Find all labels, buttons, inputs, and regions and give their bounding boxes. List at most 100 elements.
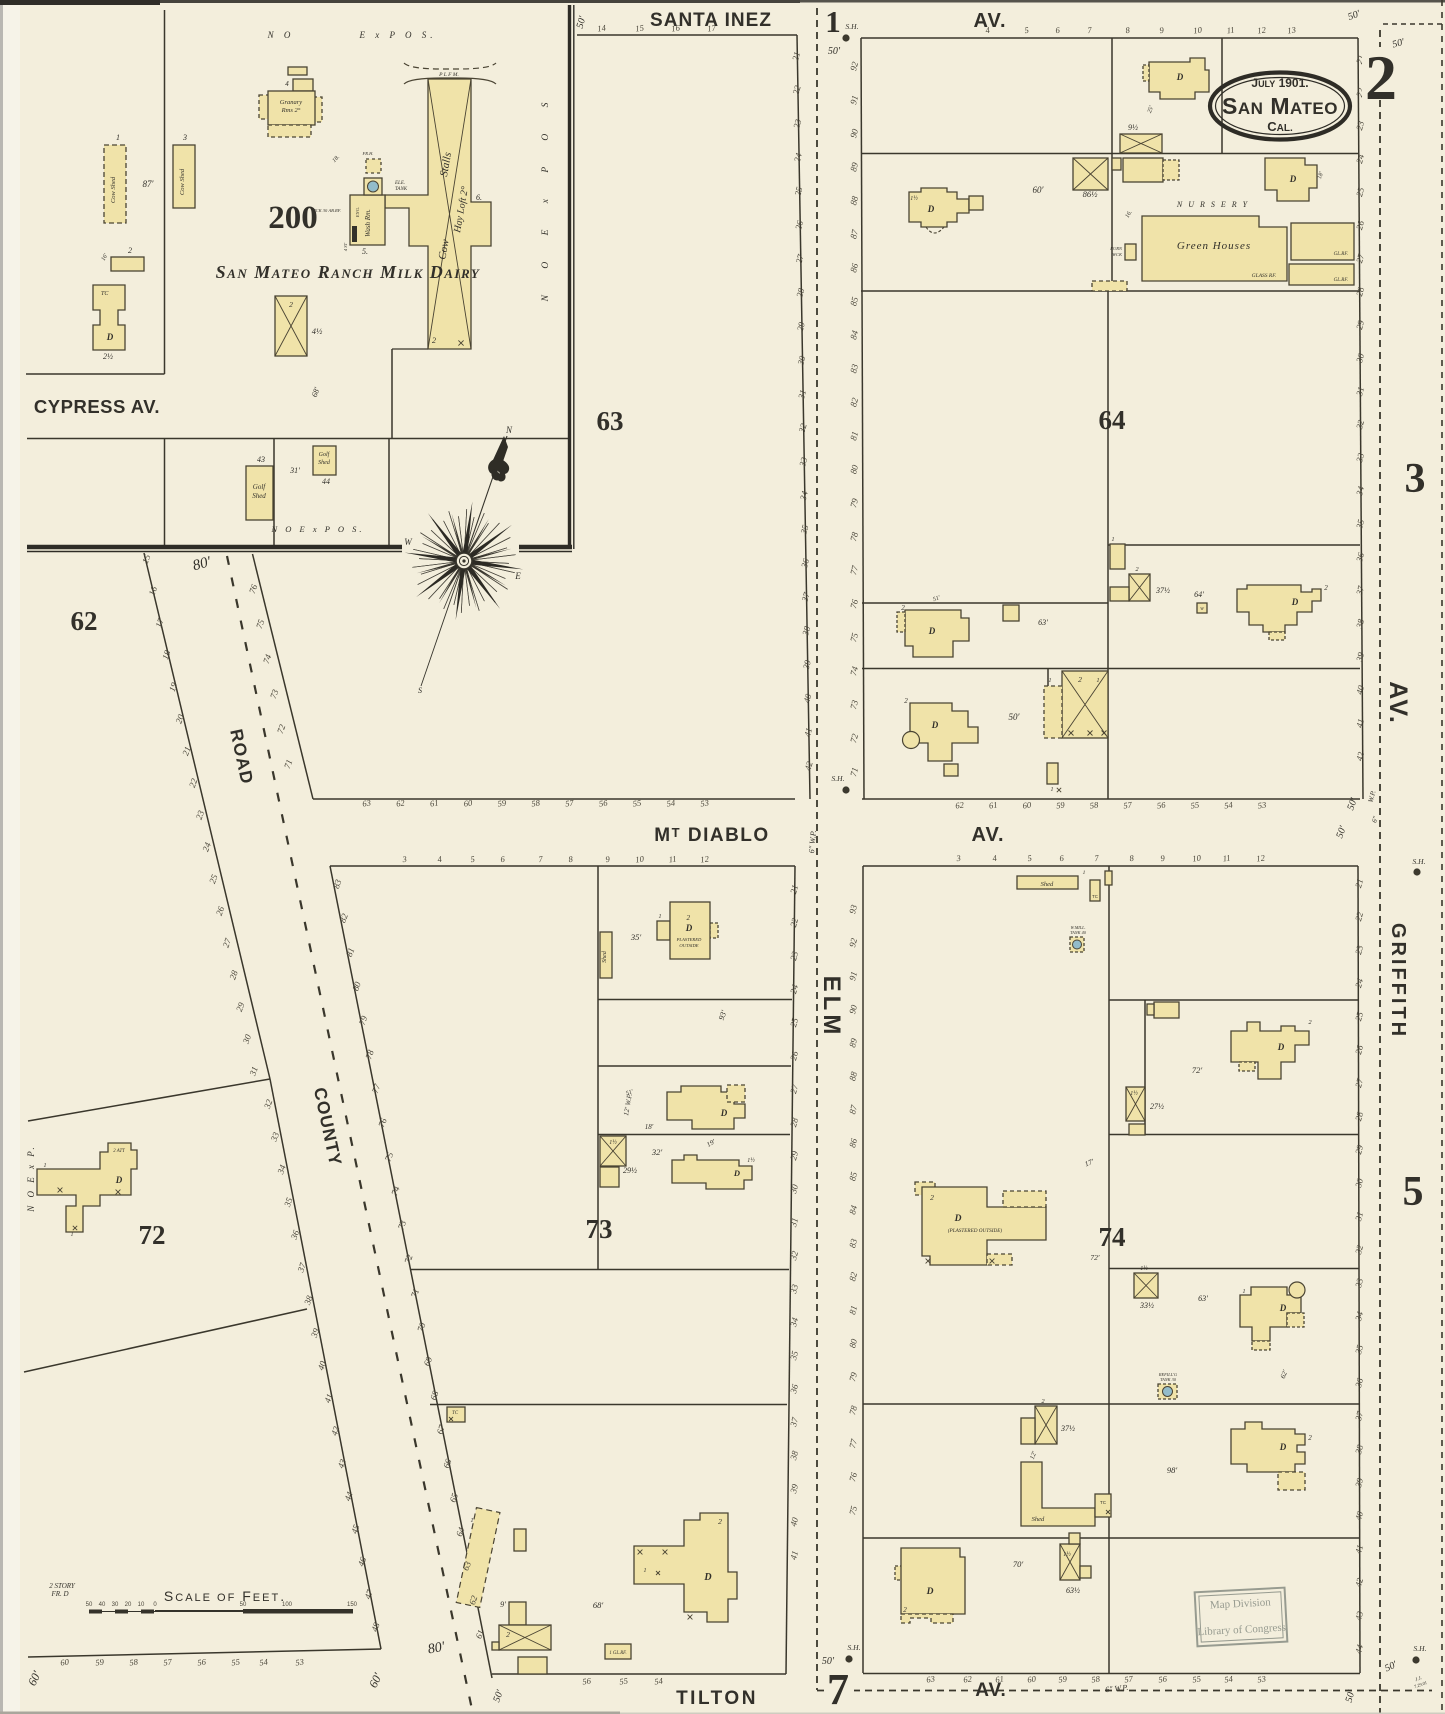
svg-text:50′: 50′	[1344, 1688, 1358, 1703]
svg-text:60: 60	[1022, 799, 1033, 810]
svg-text:100: 100	[282, 1602, 293, 1608]
svg-text:3: 3	[955, 853, 962, 864]
svg-text:64: 64	[454, 1525, 467, 1537]
svg-text:GLASS RF.: GLASS RF.	[1252, 273, 1277, 279]
svg-text:1: 1	[44, 1163, 47, 1169]
svg-text:39: 39	[788, 1482, 800, 1495]
svg-text:87: 87	[847, 1103, 859, 1115]
svg-text:6: 6	[1059, 853, 1065, 864]
svg-text:34: 34	[275, 1163, 288, 1176]
svg-text:32: 32	[796, 422, 808, 435]
svg-text:5.: 5.	[362, 247, 368, 256]
svg-text:24: 24	[788, 983, 800, 995]
svg-text:85: 85	[847, 1170, 859, 1182]
svg-text:54: 54	[666, 797, 677, 808]
svg-text:D: D	[1277, 1042, 1285, 1052]
svg-text:30: 30	[1354, 352, 1366, 365]
svg-text:69: 69	[422, 1355, 435, 1367]
svg-text:64: 64	[1099, 405, 1126, 435]
svg-text:79: 79	[847, 1371, 859, 1383]
svg-text:87: 87	[848, 228, 860, 240]
svg-text:10: 10	[1193, 24, 1204, 35]
svg-text:1: 1	[116, 133, 120, 142]
svg-text:1: 1	[1243, 1289, 1246, 1295]
svg-text:40: 40	[1354, 684, 1366, 696]
svg-text:CAL.: CAL.	[1267, 119, 1293, 134]
svg-text:9: 9	[605, 854, 611, 865]
svg-text:44: 44	[322, 477, 330, 486]
svg-text:41: 41	[802, 727, 814, 738]
svg-text:59: 59	[95, 1656, 106, 1667]
svg-text:55: 55	[619, 1675, 629, 1686]
svg-text:TILTON: TILTON	[676, 1688, 758, 1709]
svg-text:TANK: TANK	[395, 187, 408, 192]
svg-text:73: 73	[586, 1214, 613, 1244]
svg-text:60′: 60′	[366, 1670, 385, 1690]
svg-text:88: 88	[847, 1070, 859, 1082]
svg-text:25′: 25′	[1147, 105, 1155, 115]
svg-text:AV.: AV.	[1384, 681, 1412, 725]
svg-text:12′ W.P.: 12′ W.P.	[622, 1093, 634, 1117]
svg-text:53: 53	[1257, 1673, 1267, 1684]
svg-text:TC: TC	[1100, 1500, 1107, 1505]
svg-text:20: 20	[174, 713, 187, 725]
svg-text:53: 53	[1257, 799, 1267, 810]
svg-text:21: 21	[788, 884, 800, 895]
svg-text:J.J.: J.J.	[1415, 1676, 1423, 1683]
svg-text:MT DIABLO: MT DIABLO	[654, 825, 769, 846]
svg-text:21: 21	[180, 745, 192, 757]
svg-text:6: 6	[1055, 25, 1061, 36]
svg-text:78: 78	[363, 1048, 376, 1060]
svg-text:Shed: Shed	[252, 492, 266, 500]
svg-text:54: 54	[654, 1675, 665, 1686]
svg-text:2: 2	[1324, 584, 1328, 592]
svg-text:50′: 50′	[1347, 8, 1363, 23]
svg-text:62: 62	[963, 1673, 974, 1684]
svg-text:GL.RF.: GL.RF.	[1334, 278, 1349, 283]
svg-text:7: 7	[827, 1665, 849, 1714]
svg-text:89: 89	[847, 1037, 859, 1049]
svg-text:50′: 50′	[575, 14, 589, 29]
svg-text:50′: 50′	[1383, 1659, 1399, 1674]
svg-text:JULY 1901.: JULY 1901.	[1251, 76, 1308, 90]
svg-text:5: 5	[1403, 1169, 1424, 1215]
svg-text:(PLASTERED OUTSIDE): (PLASTERED OUTSIDE)	[948, 1227, 1003, 1234]
svg-text:77: 77	[370, 1082, 383, 1094]
svg-text:Green Houses: Green Houses	[1177, 240, 1251, 252]
svg-text:70: 70	[415, 1321, 428, 1333]
svg-text:72′: 72′	[1192, 1065, 1203, 1075]
svg-text:40: 40	[99, 1602, 106, 1608]
svg-text:8: 8	[568, 854, 574, 865]
svg-text:40: 40	[316, 1359, 329, 1371]
svg-text:11: 11	[1226, 25, 1235, 36]
svg-text:28: 28	[1354, 285, 1366, 297]
svg-text:71: 71	[409, 1287, 421, 1299]
svg-text:62: 62	[467, 1594, 480, 1606]
svg-text:74: 74	[848, 665, 860, 677]
svg-text:34: 34	[798, 489, 810, 502]
svg-text:45: 45	[349, 1523, 362, 1535]
svg-text:18.: 18.	[332, 155, 342, 165]
svg-text:7: 7	[1087, 25, 1093, 36]
svg-text:200: 200	[268, 200, 318, 236]
svg-text:39: 39	[801, 658, 813, 671]
svg-text:D: D	[927, 204, 935, 214]
svg-text:80′: 80′	[427, 1640, 447, 1658]
svg-text:50: 50	[240, 1602, 247, 1608]
svg-text:76: 76	[847, 1471, 859, 1483]
svg-text:1: 1	[470, 1517, 473, 1524]
svg-text:4: 4	[992, 853, 998, 864]
svg-text:98′: 98′	[1167, 1465, 1178, 1475]
svg-text:1: 1	[1112, 537, 1115, 543]
svg-text:12: 12	[1256, 852, 1267, 863]
svg-text:36: 36	[1354, 551, 1366, 564]
svg-text:72: 72	[139, 1220, 166, 1250]
svg-text:15: 15	[140, 553, 153, 565]
svg-text:93: 93	[847, 903, 859, 915]
svg-text:74: 74	[261, 653, 274, 665]
svg-text:82: 82	[847, 1270, 859, 1282]
svg-text:29: 29	[795, 320, 807, 332]
svg-text:54: 54	[259, 1656, 270, 1667]
svg-text:D: D	[703, 1572, 711, 1583]
svg-text:MCK 30 AB.RF.: MCK 30 AB.RF.	[311, 208, 341, 213]
